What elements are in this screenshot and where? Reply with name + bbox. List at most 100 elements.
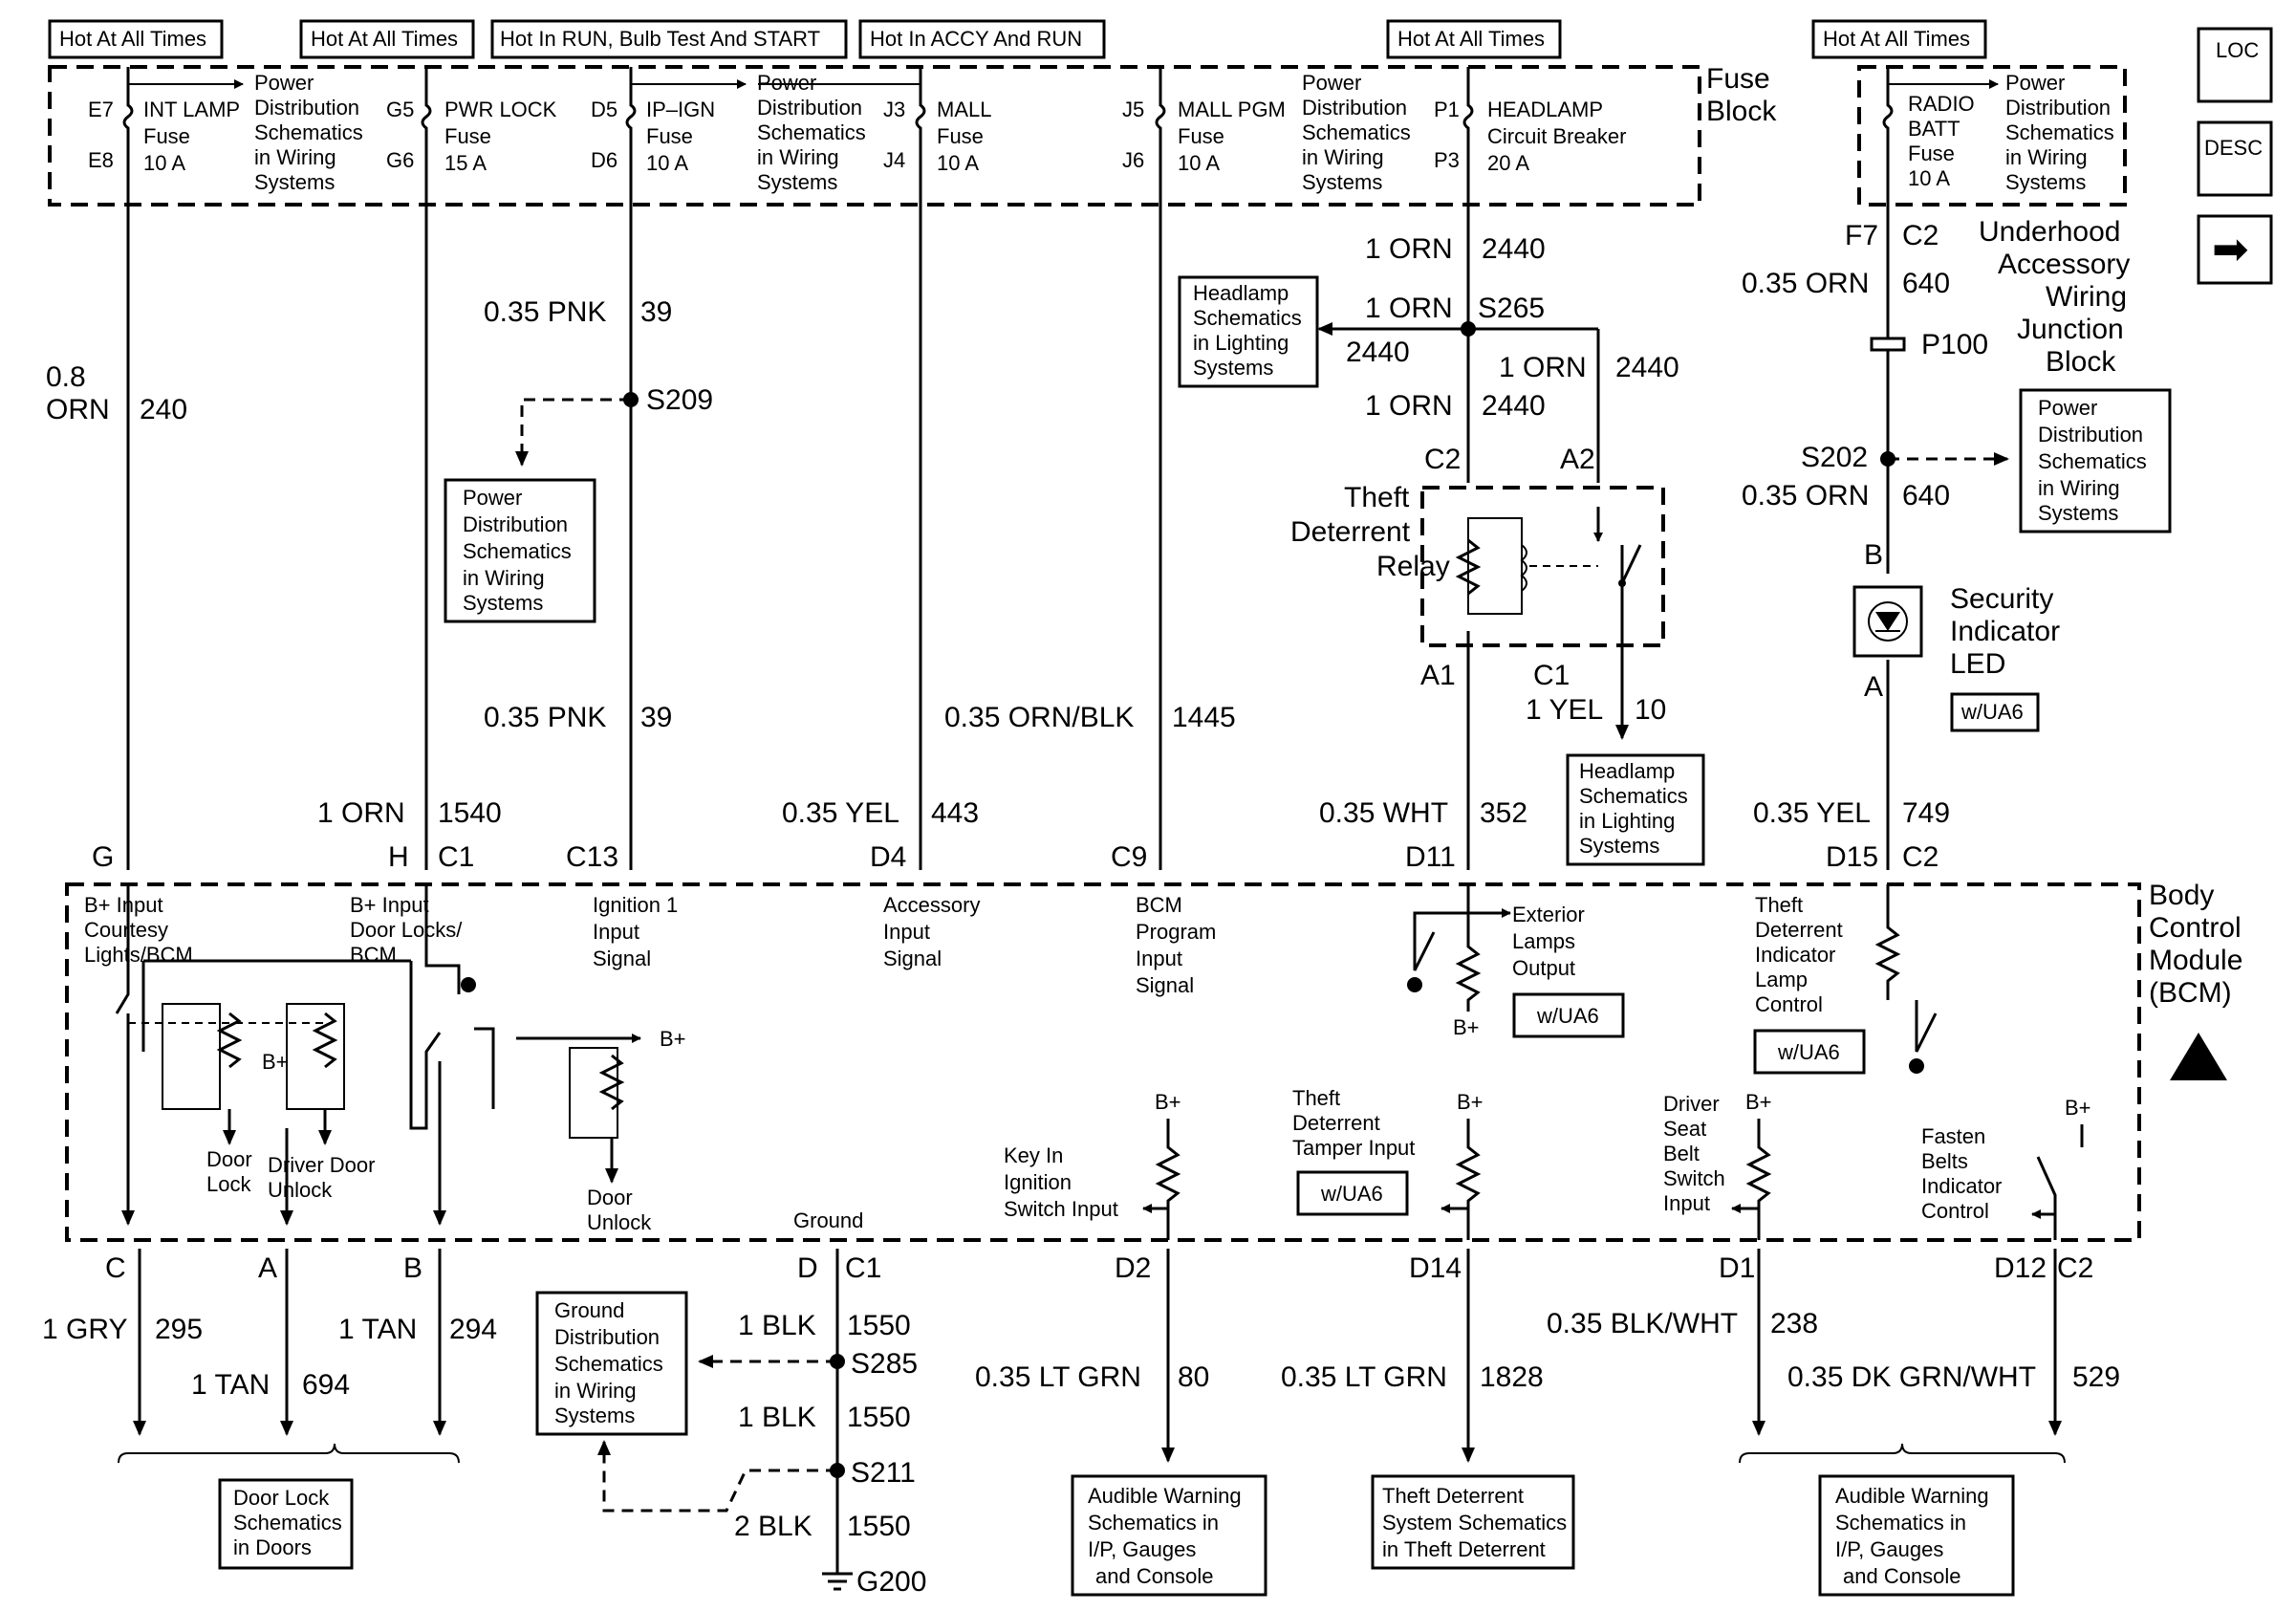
splice-label: S285 — [851, 1348, 918, 1380]
bottom-connectors: C A B D C1 D2 D14 D1 D12 C2 — [105, 1252, 2093, 1284]
ref-text: Systems — [1193, 356, 1273, 380]
fuse-pin: J3 — [883, 98, 905, 121]
connector-pin: C2 — [1902, 841, 1939, 873]
pds-text: Distribution — [1302, 96, 1407, 120]
bcm-text: Lights/BCM — [84, 943, 193, 967]
pds-text: Systems — [2005, 170, 2086, 194]
bcm-text: Exterior — [1512, 903, 1585, 926]
next-button[interactable]: ➡ — [2197, 214, 2273, 285]
header-label: Hot In ACCY And RUN — [870, 27, 1082, 51]
fuse-rating: 10 A — [1908, 166, 1950, 190]
bcm-text: BCM — [1136, 893, 1182, 917]
junction-connector: F7 C2 — [1845, 220, 1939, 251]
pds-text: in Wiring — [757, 145, 839, 169]
fuse-pin: J6 — [1122, 148, 1144, 172]
bcm-lower-inputs: Key In Ignition Switch Input Theft Deter… — [1004, 1086, 2091, 1240]
ref-text: I/P, Gauges — [1835, 1537, 1943, 1561]
underhood-label: Underhood — [1979, 216, 2120, 248]
bcm-text: Input — [1663, 1191, 1710, 1215]
fuse-name: MALL — [937, 98, 991, 121]
bcm-text: Courtesy — [84, 918, 168, 942]
wire-label: 1 ORN — [1365, 233, 1453, 265]
wire-label: 0.35 PNK — [484, 702, 606, 733]
bplus-label: B+ — [2065, 1096, 2091, 1120]
ref-text: Headlamp — [1579, 759, 1675, 783]
fuse-name: Fuse — [646, 124, 693, 148]
wire-label: 1445 — [1172, 702, 1236, 733]
desc-button[interactable]: DESC — [2197, 120, 2273, 197]
loc-icon-text: LOC — [2216, 38, 2259, 62]
wire-label: 1 ORN — [1365, 293, 1453, 324]
splice-label: S209 — [646, 384, 713, 416]
splice-label: S265 — [1478, 293, 1545, 324]
circuit-wires — [126, 205, 2009, 870]
fuse-pin: E8 — [88, 148, 114, 172]
underhood-block: Underhood Accessory Wiring Junction Bloc… — [1857, 65, 2130, 378]
wire-label: 1 TAN — [191, 1369, 270, 1401]
pds-text: Power — [2005, 71, 2065, 95]
fuse-name: Fuse — [937, 124, 984, 148]
wire-label: 640 — [1902, 268, 1950, 299]
connector-pin: B — [403, 1252, 422, 1284]
bcm-module: Body Control Module (BCM) — [65, 880, 2242, 1242]
fuse-name: BATT — [1908, 117, 1960, 141]
fuse-name: INT LAMP — [143, 98, 240, 121]
ref-text: in Theft Deterrent — [1382, 1537, 1546, 1561]
connector-pin: F7 — [1845, 220, 1878, 251]
connector-pin: H — [388, 841, 409, 873]
connector-pin: A — [258, 1252, 277, 1284]
connector-pin: C1 — [1533, 660, 1570, 691]
bcm-text: Control — [1755, 992, 1823, 1016]
pds-text: in Wiring — [254, 145, 336, 169]
ref-text: Power — [2038, 396, 2097, 420]
ref-text: and Console — [1843, 1564, 1961, 1588]
bcm-text: Indicator — [1921, 1174, 2002, 1198]
fuse-pin: E7 — [88, 98, 114, 121]
fuse-block: Fuse Block — [48, 63, 1777, 207]
ref-text: Schematics — [1193, 306, 1302, 330]
wire-label: 2440 — [1615, 352, 1679, 383]
header-labels: Hot At All Times Hot At All Times Hot In… — [48, 19, 1987, 59]
bcm-text: Belts — [1921, 1149, 1968, 1173]
loc-button[interactable]: LOC — [2197, 27, 2273, 103]
header-label: Hot In RUN, Bulb Test And START — [500, 27, 820, 51]
connector-pin: D11 — [1405, 841, 1456, 873]
wire-label: 443 — [931, 797, 979, 829]
connector-pin: B — [1864, 539, 1883, 571]
pds-text: in Wiring — [1302, 145, 1384, 169]
bcm-text: Fasten — [1921, 1124, 1985, 1148]
bcm-label: Module — [2149, 945, 2242, 976]
bcm-text: Theft — [1755, 893, 1803, 917]
fuse-name: RADIO — [1908, 92, 1975, 116]
splice-s211 — [830, 1463, 845, 1478]
bcm-text: Seat — [1663, 1117, 1706, 1141]
bcm-text: Control — [1921, 1199, 1989, 1223]
fuse-rating: 10 A — [143, 151, 185, 175]
ref-text: Power — [463, 486, 522, 510]
ref-text: Headlamp — [1193, 281, 1289, 305]
ref-text: Systems — [463, 591, 543, 615]
bcm-text: Switch — [1663, 1166, 1725, 1190]
fuse-block-label: Fuse — [1706, 63, 1770, 95]
bcm-text: Ignition — [1004, 1170, 1072, 1194]
connector-pin: A2 — [1560, 444, 1595, 475]
lower-wires — [118, 1249, 2066, 1591]
fuse-rating: 10 A — [937, 151, 979, 175]
wire-label: 1 YEL — [1526, 694, 1603, 726]
connector-pin: C — [105, 1252, 126, 1284]
connector-pin: C13 — [566, 841, 618, 873]
wire-label: 294 — [449, 1314, 497, 1345]
bcm-label: (BCM) — [2149, 977, 2232, 1009]
ref-text: Ground — [554, 1298, 624, 1322]
pds-text: Systems — [1302, 170, 1382, 194]
relay-label: Theft — [1344, 482, 1410, 513]
underhood-label: Junction — [2017, 314, 2124, 345]
pds-text: Systems — [757, 170, 837, 194]
bcm-text: Accessory — [883, 893, 980, 917]
connector-pin: D12 — [1994, 1252, 2047, 1284]
ref-text: Schematics in — [1835, 1511, 1966, 1535]
splice-s202 — [1880, 451, 1895, 467]
bcm-text: Program — [1136, 920, 1216, 944]
led-label: Security — [1950, 583, 2053, 615]
